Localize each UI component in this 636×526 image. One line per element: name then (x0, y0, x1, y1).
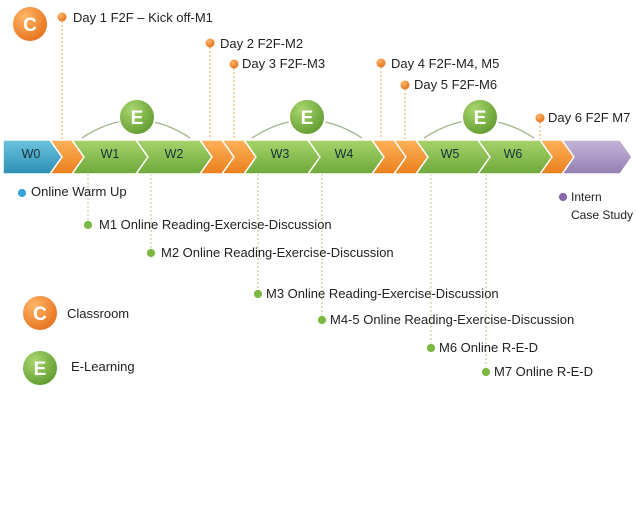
legend-classroom-label: Classroom (67, 306, 130, 321)
label-m4-5-online: M4-5 Online Reading-Exercise-Discussion (330, 312, 575, 327)
segment-end (561, 139, 633, 175)
badges: C E E E C E (11, 5, 499, 387)
week-label-w0: W0 (22, 147, 41, 161)
dot-day-6 (535, 113, 545, 123)
dot-online-6 (481, 367, 491, 377)
week-label-w4: W4 (335, 147, 354, 161)
week-label-w5: W5 (441, 147, 460, 161)
dot-online-1 (83, 220, 93, 230)
dot-day-4 (376, 58, 386, 68)
legend-elearning-badge: E (21, 349, 59, 387)
label-online-warm-up: Online Warm Up (31, 184, 127, 199)
dot-day-1 (57, 12, 67, 22)
label-day3: Day 3 F2F-M3 (242, 56, 326, 71)
classroom-badge-top: C (11, 5, 49, 43)
classroom-badge-letter: C (23, 15, 37, 36)
elearning-badge-2: E (288, 98, 326, 136)
dot-online-4 (317, 315, 327, 325)
week-label-w6: W6 (504, 147, 523, 161)
label-day1: Day 1 F2F – Kick off-M1 (73, 10, 213, 25)
week-label-w3: W3 (271, 147, 290, 161)
label-m1-online: M1 Online Reading-Exercise-Discussion (99, 217, 332, 232)
svg-text:E: E (474, 108, 487, 129)
elearning-badge-3: E (461, 98, 499, 136)
legend-classroom-badge: C (21, 294, 59, 332)
week-label-w1: W1 (101, 147, 120, 161)
label-m6-online: M6 Online R-E-D (439, 340, 538, 355)
timeline-band (2, 139, 633, 175)
legend-elearning-label: E-Learning (71, 359, 135, 374)
dot-day-2 (205, 38, 215, 48)
label-case-study: Case Study (571, 208, 634, 222)
dot-day-3 (229, 59, 239, 69)
dot-online-3 (253, 289, 263, 299)
svg-text:E: E (301, 108, 314, 129)
dot-online-5 (426, 343, 436, 353)
week-labels: W0 W1 W2 W3 W4 W5 W6 (22, 147, 523, 161)
label-day2: Day 2 F2F-M2 (220, 36, 304, 51)
label-m3-online: M3 Online Reading-Exercise-Discussion (266, 286, 499, 301)
label-day5: Day 5 F2F-M6 (414, 77, 498, 92)
dot-intern (558, 192, 568, 202)
dot-day-5 (400, 80, 410, 90)
svg-text:E: E (131, 108, 144, 129)
week-label-w2: W2 (165, 147, 184, 161)
label-intern: Intern (571, 190, 602, 204)
milestone-dots (17, 12, 568, 377)
label-m7-online: M7 Online R-E-D (494, 364, 593, 379)
label-m2-online: M2 Online Reading-Exercise-Discussion (161, 245, 394, 260)
leader-lines (61, 17, 541, 372)
svg-text:E: E (34, 359, 47, 380)
label-day6: Day 6 F2F M7 (548, 110, 631, 125)
dot-online-0 (17, 188, 27, 198)
svg-text:C: C (33, 304, 47, 325)
label-day4: Day 4 F2F-M4, M5 (391, 56, 500, 71)
dot-online-2 (146, 248, 156, 258)
elearning-badge-1: E (118, 98, 156, 136)
